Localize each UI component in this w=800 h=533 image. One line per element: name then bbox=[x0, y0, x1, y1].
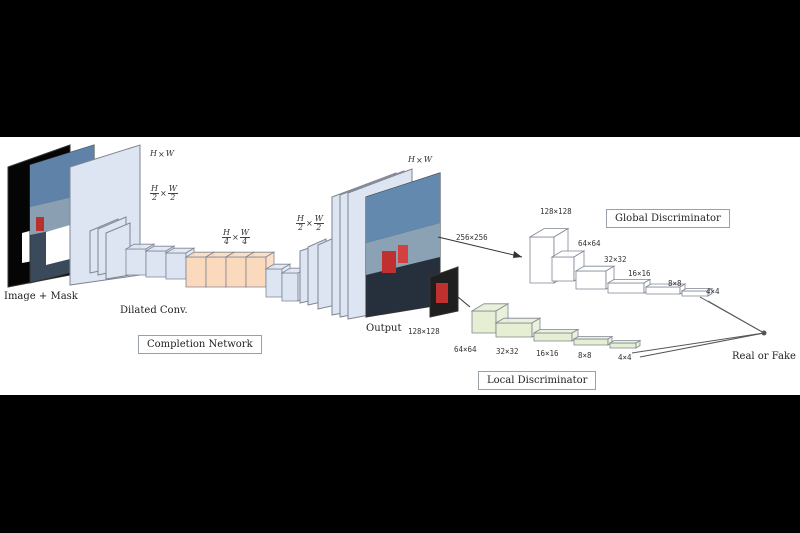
global-discriminator-layers bbox=[528, 227, 714, 297]
global-layer-5 bbox=[644, 283, 687, 295]
encoder-layers bbox=[69, 144, 141, 286]
local-size-label: 16×16 bbox=[536, 349, 559, 358]
output-image bbox=[365, 172, 441, 318]
arrow-to-local bbox=[457, 296, 471, 308]
output-node bbox=[761, 330, 767, 336]
local-crop-image bbox=[429, 266, 459, 318]
local-size-label: 4×4 bbox=[618, 353, 632, 362]
network-drawing bbox=[7, 144, 767, 358]
local-size-label: 8×8 bbox=[578, 351, 592, 360]
local-layer-5 bbox=[608, 339, 642, 349]
arrow-to-global bbox=[437, 236, 523, 258]
global-size-label: 32×32 bbox=[604, 255, 627, 264]
middle-blocks bbox=[124, 243, 308, 302]
global-size-label: 16×16 bbox=[628, 269, 651, 278]
local-size-label: 32×32 bbox=[496, 347, 519, 356]
local-discriminator-layers bbox=[470, 303, 642, 349]
local-input-size-label: 128×128 bbox=[408, 327, 440, 336]
global-discriminator-label: Global Discriminator bbox=[606, 209, 730, 228]
real-or-fake-label: Real or Fake bbox=[732, 351, 796, 362]
global-size-label: 4×4 bbox=[706, 287, 720, 296]
dilated-conv-label: Dilated Conv. bbox=[120, 305, 188, 316]
completion-network-label: Completion Network bbox=[138, 335, 262, 354]
output-label: Output bbox=[366, 323, 402, 334]
local-layer-3 bbox=[532, 328, 580, 342]
input-image-hole bbox=[46, 225, 70, 265]
fully-connected-funnel bbox=[631, 296, 767, 358]
local-discriminator-label: Local Discriminator bbox=[478, 371, 597, 390]
global-size-label: 8×8 bbox=[668, 279, 682, 288]
global-layer-6 bbox=[680, 287, 714, 297]
local-layer-2 bbox=[494, 317, 542, 338]
global-size-label: 128×128 bbox=[540, 207, 572, 216]
input-dims-label: H×W bbox=[150, 149, 174, 159]
local-size-label: 64×64 bbox=[454, 345, 477, 354]
global-size-label: 64×64 bbox=[578, 239, 601, 248]
global-layer-4 bbox=[606, 278, 652, 294]
inputs-label: Image + Mask bbox=[4, 291, 78, 302]
local-layer-4 bbox=[572, 335, 614, 346]
output-dims-label: H×W bbox=[408, 155, 432, 165]
global-input-size-label: 256×256 bbox=[456, 233, 488, 242]
architecture-diagram: Image + Mask Dilated Conv. Completion Ne… bbox=[0, 137, 800, 395]
